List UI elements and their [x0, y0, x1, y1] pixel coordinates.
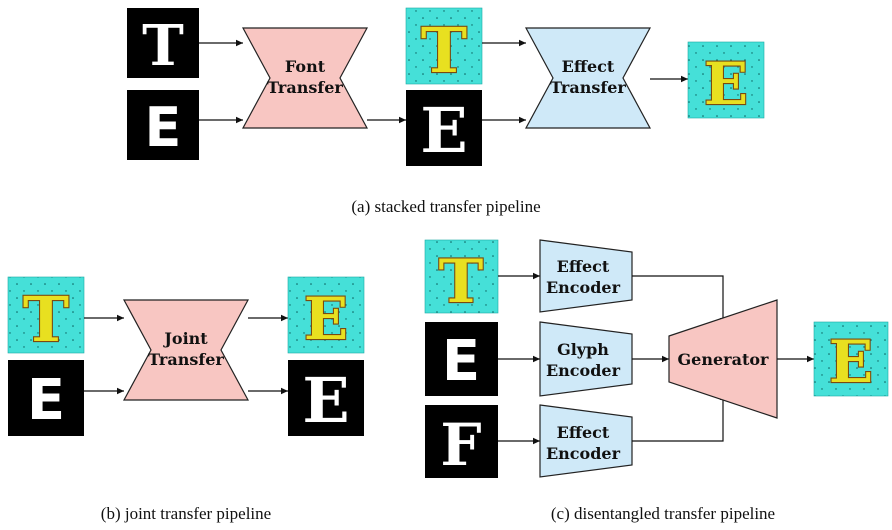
effect-encoder-block-bottom — [539, 404, 633, 478]
generator-block — [668, 299, 778, 419]
caption-b: (b) joint transfer pipeline — [101, 504, 271, 523]
effect-encoder-label-2: Encoder — [546, 444, 621, 463]
caption-a: (a) stacked transfer pipeline — [351, 197, 540, 216]
effect-transfer-block — [524, 27, 652, 129]
panel-b: T E Joint Transfer E E (b) joint transfe… — [7, 276, 365, 523]
arrow — [632, 393, 727, 442]
output-glyph-e: E — [704, 50, 748, 118]
input-glyph-e-tile — [8, 360, 84, 436]
joint-transfer-label-2: Transfer — [148, 350, 224, 369]
transferred-glyph-e: E — [420, 94, 467, 167]
output-glyph-e-tile — [813, 321, 889, 397]
transferred-glyph-e-tile — [406, 90, 482, 166]
effect-encoder-label-2: Encoder — [546, 278, 621, 297]
output-effect-glyph-e: E — [304, 285, 348, 353]
joint-transfer-label-1: Joint — [162, 329, 208, 348]
input-glyph-f: F — [440, 411, 481, 479]
generator-label: Generator — [678, 350, 770, 369]
input-glyph-e: E — [145, 96, 182, 159]
effect-glyph-t: T — [421, 14, 467, 87]
effect-glyph-t-tile — [405, 7, 483, 85]
output-effect-glyph-e-tile — [287, 276, 365, 354]
input-glyph-f-tile — [425, 405, 498, 478]
panel-c: T E F Effect Encoder Glyph Encoder Effec… — [424, 239, 889, 523]
effect-encoder-label-1: Effect — [557, 423, 610, 442]
panel-a: T E Font Transfer T E Effect Transfer E … — [127, 7, 765, 216]
input-glyph-e: E — [27, 368, 65, 433]
output-glyph-e-tile — [687, 41, 765, 119]
joint-transfer-block — [122, 299, 250, 401]
effect-transfer-label-2: Transfer — [550, 78, 626, 97]
caption-c: (c) disentangled transfer pipeline — [551, 504, 775, 523]
font-transfer-block — [241, 27, 369, 129]
input-glyph-t-tile — [127, 8, 199, 78]
effect-glyph-t-tile — [7, 276, 85, 354]
effect-glyph-t: T — [23, 283, 69, 356]
glyph-encoder-block — [539, 321, 633, 397]
effect-encoder-label-1: Effect — [557, 257, 610, 276]
font-transfer-label-1: Font — [285, 57, 326, 76]
effect-glyph-t: T — [439, 247, 484, 317]
effect-glyph-t-tile — [424, 239, 499, 314]
input-glyph-e: E — [442, 329, 480, 394]
effect-transfer-label-1: Effect — [562, 57, 615, 76]
effect-encoder-block-top — [539, 239, 633, 313]
input-glyph-e-tile — [425, 322, 498, 396]
output-glyph-e: E — [829, 328, 873, 396]
input-glyph-t: T — [142, 13, 184, 79]
glyph-encoder-label-2: Encoder — [546, 361, 621, 380]
output-glyph-e: E — [302, 364, 349, 437]
font-transfer-label-2: Transfer — [267, 78, 343, 97]
arrow — [632, 275, 727, 325]
input-glyph-e-tile — [127, 90, 199, 160]
glyph-encoder-label-1: Glyph — [557, 340, 609, 359]
output-glyph-e-tile — [288, 360, 364, 436]
